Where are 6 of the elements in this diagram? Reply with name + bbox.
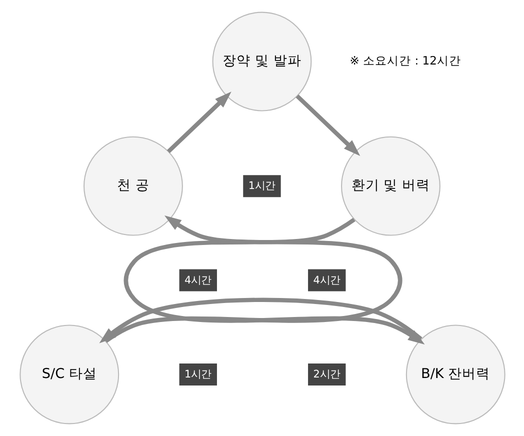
label: 1시간 [184,368,211,381]
label: 4시간 [184,274,211,286]
label: 4시간 [312,274,340,286]
label: 1시간 [248,180,275,192]
label: 2시간 [312,368,340,381]
label: ※ 소요시간 : 12시간 [349,53,460,68]
